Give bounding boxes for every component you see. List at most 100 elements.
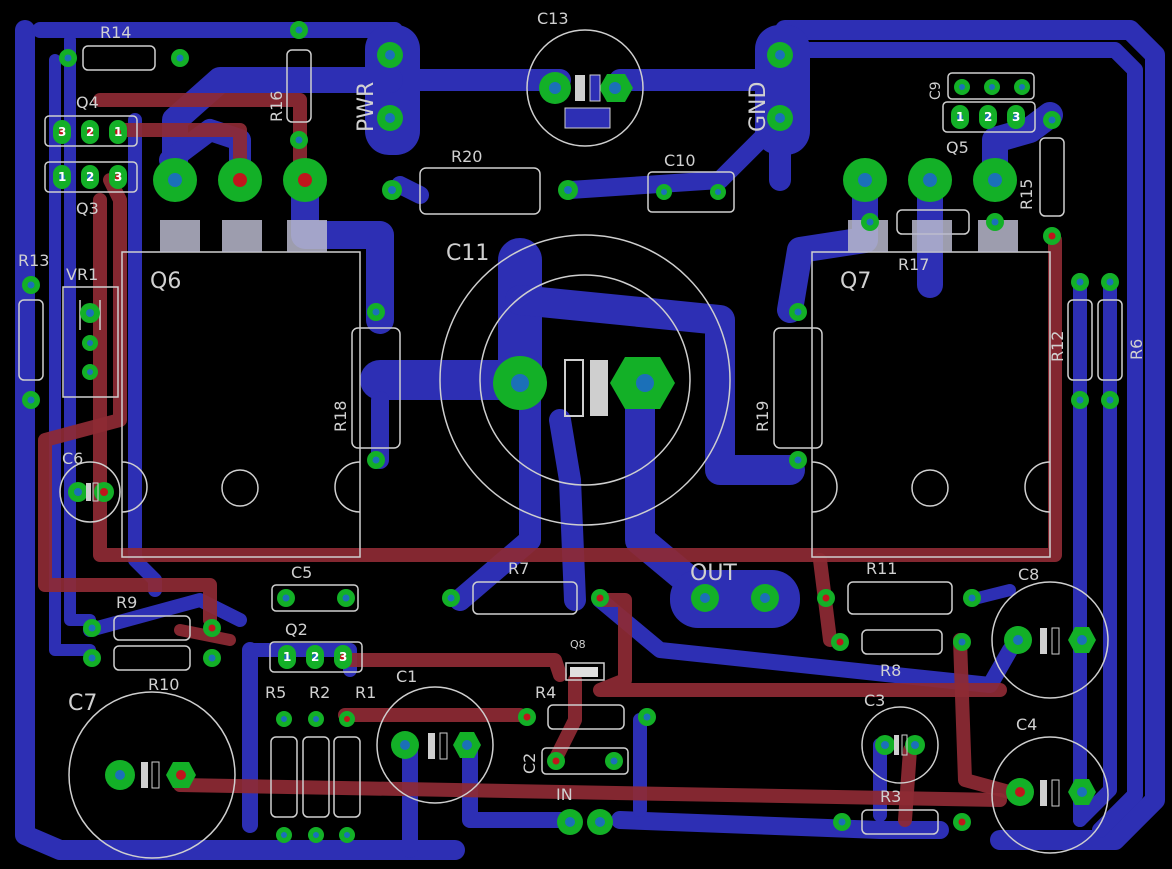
label-r16: R16 — [267, 91, 286, 122]
r18-outline — [351, 327, 401, 449]
top-copper-layer — [38, 93, 1062, 827]
label-r6: R6 — [1127, 339, 1146, 360]
label-r17: R17 — [898, 255, 929, 274]
label-c4: C4 — [1016, 715, 1037, 734]
c3-outline — [861, 706, 939, 784]
r1-outline — [333, 736, 361, 818]
r7-outline — [472, 581, 578, 615]
label-out: OUT — [690, 561, 737, 586]
r10-outline — [113, 645, 191, 671]
label-r7: R7 — [508, 559, 529, 578]
label-r5: R5 — [265, 683, 286, 702]
svg-text:2: 2 — [86, 125, 94, 139]
label-r8: R8 — [880, 661, 901, 680]
r19-outline — [773, 327, 823, 449]
r3-outline — [861, 809, 939, 835]
q7-mounting-hole — [911, 469, 949, 507]
svg-text:2: 2 — [86, 170, 94, 184]
r14-outline — [82, 45, 156, 71]
label-r3: R3 — [880, 787, 901, 806]
label-r4: R4 — [535, 683, 556, 702]
label-r20: R20 — [451, 147, 482, 166]
r4-outline — [547, 704, 625, 730]
r11-outline — [847, 581, 953, 615]
label-q8: Q8 — [570, 638, 586, 651]
r12-outline — [1067, 299, 1093, 381]
label-q5: Q5 — [946, 138, 969, 157]
label-c1: C1 — [396, 667, 417, 686]
c13-outline — [526, 29, 644, 147]
r8-outline — [861, 629, 943, 655]
c9-outline — [947, 72, 1035, 100]
label-r19: R19 — [753, 401, 772, 432]
q6-mounting-hole — [221, 469, 259, 507]
c5-outline — [271, 584, 359, 612]
label-r2: R2 — [309, 683, 330, 702]
vr1-outline — [62, 286, 119, 398]
svg-text:1: 1 — [956, 110, 964, 124]
label-c5: C5 — [291, 563, 312, 582]
label-q4: Q4 — [76, 93, 99, 112]
c2-outline — [541, 747, 629, 775]
svg-text:1: 1 — [114, 125, 122, 139]
c10-outline — [647, 171, 735, 213]
svg-text:1: 1 — [283, 650, 291, 664]
q4-outline — [44, 115, 138, 147]
smd-pads — [160, 220, 1018, 677]
bottom-copper-layer — [15, 20, 1165, 860]
c1-outline — [376, 686, 494, 804]
pin-numbers: 3 2 1 1 2 3 1 2 3 1 2 3 — [58, 110, 1020, 664]
label-c9: C9 — [928, 81, 944, 100]
label-r11: R11 — [866, 559, 897, 578]
label-gnd: GND — [746, 82, 771, 132]
label-r15: R15 — [1017, 179, 1036, 210]
svg-text:2: 2 — [984, 110, 992, 124]
label-c2: C2 — [520, 753, 539, 774]
label-vr1: VR1 — [66, 265, 98, 284]
r9-outline — [113, 615, 191, 641]
c11-outline — [439, 234, 731, 526]
r13-outline — [18, 299, 44, 381]
label-r14: R14 — [100, 23, 131, 42]
label-in: IN — [556, 785, 573, 804]
label-c3: C3 — [864, 691, 885, 710]
label-c7: C7 — [68, 691, 97, 716]
q3-outline — [44, 161, 138, 193]
svg-text:3: 3 — [1012, 110, 1020, 124]
silkscreen-labels: R14 R16 PWR C13 GND C9 Q4 Q3 Q5 R15 R20 … — [18, 9, 1146, 806]
r2-outline — [302, 736, 330, 818]
r16-outline — [286, 49, 312, 123]
label-r12: R12 — [1048, 331, 1067, 362]
r5-outline — [270, 736, 298, 818]
label-r1: R1 — [355, 683, 376, 702]
label-c11: C11 — [446, 241, 489, 266]
c7-outline — [68, 691, 236, 859]
label-c8: C8 — [1018, 565, 1039, 584]
svg-text:3: 3 — [58, 125, 66, 139]
label-r10: R10 — [148, 675, 179, 694]
q6-outline — [121, 251, 361, 558]
svg-text:1: 1 — [58, 170, 66, 184]
c6-outline — [59, 461, 121, 523]
label-c10: C10 — [664, 151, 696, 170]
through-hole-pads — [22, 21, 1119, 843]
q7-pads — [843, 158, 1017, 202]
label-r9: R9 — [116, 593, 137, 612]
q5-outline — [942, 101, 1036, 133]
label-pwr: PWR — [354, 82, 379, 132]
r20-outline — [419, 167, 541, 215]
svg-text:3: 3 — [339, 650, 347, 664]
q2-outline — [269, 641, 363, 673]
label-q6: Q6 — [150, 269, 181, 294]
label-q7: Q7 — [840, 269, 871, 294]
label-c13: C13 — [537, 9, 569, 28]
q8-outline — [565, 662, 605, 681]
label-q2: Q2 — [285, 620, 308, 639]
svg-text:2: 2 — [311, 650, 319, 664]
silkscreen-layer — [18, 29, 1123, 859]
label-q3: Q3 — [76, 199, 99, 218]
label-r13: R13 — [18, 251, 49, 270]
svg-text:3: 3 — [114, 170, 122, 184]
q6-pads — [153, 158, 327, 202]
